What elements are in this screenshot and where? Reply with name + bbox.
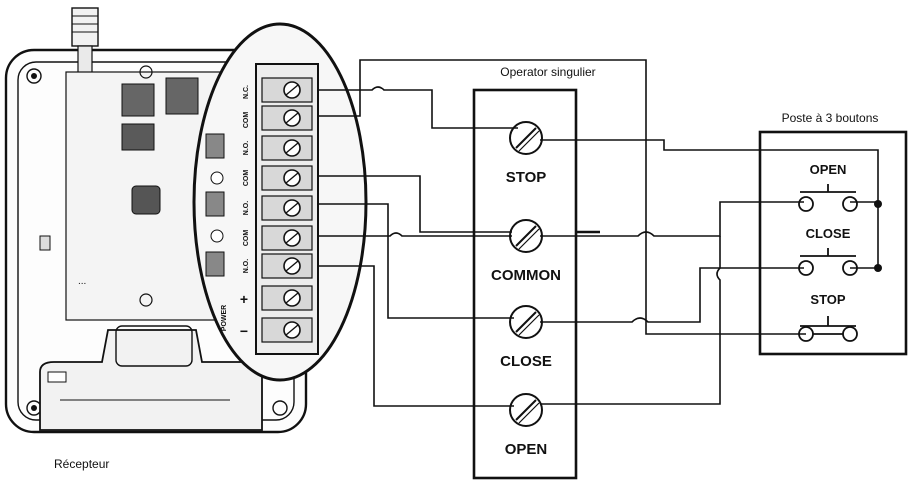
label-plus: +: [240, 291, 248, 307]
operator-terminal-label-stop: STOP: [506, 169, 547, 186]
station-button-label-stop: STOP: [810, 292, 845, 307]
label-com-2: COM: [243, 170, 250, 187]
label-no-3: N.O.: [243, 259, 250, 273]
label-no-2: N.O.: [243, 201, 250, 215]
operator-screw-slot: [515, 127, 537, 149]
screw-slot: [285, 324, 299, 336]
contact-right-icon: [842, 196, 858, 212]
wire-no-open: [318, 265, 514, 407]
pcb-dots: ...: [78, 276, 86, 287]
screw-slot: [285, 142, 299, 154]
station-button-label-open: OPEN: [810, 162, 847, 177]
operator-screw-slot: [518, 130, 540, 152]
label-minus: −: [240, 323, 248, 339]
operator-screw-slot: [518, 402, 540, 424]
label-com-1: COM: [243, 112, 250, 129]
contact-right-icon: [842, 326, 858, 342]
operator-terminal-label-open: OPEN: [505, 441, 548, 458]
label-com-3: COM: [243, 230, 250, 247]
wire-close-station: [540, 267, 804, 323]
wire-com-top: [318, 59, 806, 335]
screw-slot: [285, 112, 299, 124]
operator-title: Operator singulier: [500, 65, 595, 79]
operator-box: STOP COMMON CLOSE OPEN: [472, 88, 578, 480]
wire-com3: [318, 232, 512, 237]
wire-com-common: [318, 175, 512, 233]
screw-slot: [285, 232, 299, 244]
label-no-1: N.O.: [243, 141, 250, 155]
contact-left-icon: [798, 196, 814, 212]
receiver-label: Récepteur: [54, 457, 109, 471]
screw-slot: [285, 84, 299, 96]
operator-terminal-label-close: CLOSE: [500, 353, 552, 370]
wiring: [318, 59, 879, 407]
operator-screw-slot: [515, 311, 537, 333]
operator-screw-slot: [518, 314, 540, 336]
wire-nc: [318, 86, 518, 129]
screw-slot: [285, 260, 299, 272]
label-power: POWER: [221, 305, 228, 331]
wire-common-station: [540, 201, 804, 237]
operator-screw-slot: [518, 228, 540, 250]
push-button-station: OPEN CLOSE STOP: [758, 130, 908, 356]
operator-screw-slot: [515, 399, 537, 421]
screw-slot: [285, 172, 299, 184]
wire-stop-station: [540, 139, 879, 202]
screw-slot: [285, 292, 299, 304]
station-title: Poste à 3 boutons: [782, 111, 879, 125]
screw-slot: [285, 202, 299, 214]
operator-screw-slot: [515, 225, 537, 247]
operator-terminal-label-common: COMMON: [491, 267, 561, 284]
label-nc: N.C.: [243, 85, 250, 99]
receiver-terminal-zoom: N.C. COM N.O. COM N.O. COM N.O. POWER + …: [192, 22, 368, 382]
wire-no-close: [318, 203, 514, 319]
station-button-label-close: CLOSE: [806, 226, 851, 241]
wire-station-bus: [850, 201, 879, 269]
